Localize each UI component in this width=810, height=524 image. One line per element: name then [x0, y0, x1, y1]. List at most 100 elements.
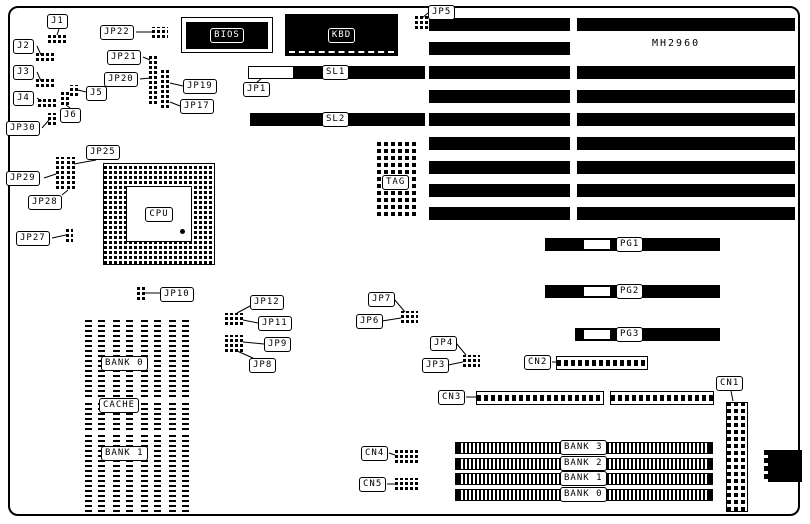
jumper-block-jp25b: [67, 157, 75, 189]
jumper-block-j6: [61, 92, 69, 105]
jumper-block-jp21-jp20: [149, 54, 158, 104]
cache-label: CACHE: [99, 398, 140, 413]
callout-jp20: JP20: [104, 72, 138, 87]
callout-cn3: CN3: [438, 390, 466, 405]
callout-jp5: JP5: [428, 5, 456, 20]
callout-jp10: JP10: [160, 287, 194, 302]
expansion-slot-bar: [577, 113, 795, 126]
callout-cn2: CN2: [524, 355, 552, 370]
jumper-block-jp22: [152, 27, 168, 38]
expansion-slot-bar: [429, 207, 570, 220]
callout-j3: J3: [13, 65, 34, 80]
kbd-dashed-line: [289, 51, 394, 53]
slot-sl2-label: SL2: [322, 112, 350, 127]
callout-jp12: JP12: [250, 295, 284, 310]
cn1-connector: [726, 402, 748, 512]
expansion-slot-bar: [577, 207, 795, 220]
expansion-slot-bar: [429, 113, 570, 126]
expansion-slot-bar: [577, 66, 795, 79]
callout-jp6: JP6: [356, 314, 384, 329]
expansion-slot-bar: [429, 90, 570, 103]
simm-bank1-label: BANK 1: [560, 471, 607, 486]
callout-jp29: JP29: [6, 171, 40, 186]
callout-jp21: JP21: [107, 50, 141, 65]
callout-j2: J2: [13, 39, 34, 54]
simm-bank0-label: BANK 0: [560, 487, 607, 502]
callout-j5: J5: [86, 86, 107, 101]
expansion-slot-bar: [577, 90, 795, 103]
jumper-block-j3: [36, 79, 56, 87]
callout-jp19: JP19: [183, 79, 217, 94]
jumper-block-j4: [38, 99, 56, 107]
callout-jp22: JP22: [100, 25, 134, 40]
kbd-label: KBD: [327, 27, 356, 43]
callout-jp4: JP4: [430, 336, 458, 351]
expansion-slot-bar: [429, 66, 570, 79]
expansion-slot-bar: [577, 184, 795, 197]
callout-j6: J6: [60, 108, 81, 123]
jumper-block-jp12-jp11: [225, 313, 243, 325]
callout-jp7: JP7: [368, 292, 396, 307]
jumper-block-jp9-jp8: [225, 335, 243, 352]
callout-jp11: JP11: [258, 316, 292, 331]
jumper-block-jp10: [137, 287, 145, 300]
expansion-slot-bar: [429, 137, 570, 150]
callout-jp3: JP3: [422, 358, 450, 373]
slot-pg2-label: PG2: [616, 284, 644, 299]
jumper-block-jp19-jp17: [161, 70, 170, 108]
slot-sl1-bar: [294, 66, 425, 79]
slot-pg1-notch: [584, 240, 610, 249]
cpu-label: CPU: [145, 206, 173, 222]
dip-socket-column: [169, 434, 189, 512]
callout-cn5: CN5: [359, 477, 387, 492]
slot-pg2-notch: [584, 287, 610, 296]
cn3-connector-a: [476, 391, 604, 405]
jumper-block-jp5: [415, 16, 428, 29]
callout-jp8: JP8: [249, 358, 277, 373]
cpu-pin1-dot: [180, 229, 185, 234]
jumper-block-jp4-jp3: [463, 355, 480, 367]
power-connector: [764, 450, 802, 482]
simm-bank2-label: BANK 2: [560, 456, 607, 471]
bios-chip: BIOS: [186, 22, 268, 49]
jumper-block-jp30: [48, 113, 56, 125]
callout-jp27: JP27: [16, 231, 50, 246]
dip-socket-column: [141, 401, 161, 430]
expansion-slot-bar: [429, 161, 570, 174]
tag-label: TAG: [382, 175, 410, 190]
sl1-socket: [248, 66, 294, 79]
callout-jp28: JP28: [28, 195, 62, 210]
callout-jp9: JP9: [264, 337, 292, 352]
cn3-connector-b: [610, 391, 714, 405]
jumper-block-jp27: [66, 228, 73, 242]
simm-bank3-label: BANK 3: [560, 440, 607, 455]
jumper-block-jp7-jp6: [401, 311, 418, 323]
slot-pg3-bar: [575, 328, 720, 341]
jumper-block-j1: [48, 35, 68, 43]
dip-socket-column: [85, 434, 105, 512]
cn5-connector: [395, 478, 419, 490]
left-bank0-label: BANK 0: [101, 356, 148, 371]
slot-pg3-notch: [584, 330, 610, 339]
callout-cn1: CN1: [716, 376, 744, 391]
jumper-block-j2: [36, 53, 56, 61]
slot-pg3-label: PG3: [616, 327, 644, 342]
callout-jp17: JP17: [180, 99, 214, 114]
board-model-text: MH2960: [652, 38, 701, 49]
slot-pg1-label: PG1: [616, 237, 644, 252]
callout-j4: J4: [13, 91, 34, 106]
slot-sl1-label: SL1: [322, 65, 350, 80]
dip-socket-column: [141, 320, 161, 397]
expansion-slot-bar: [577, 18, 795, 31]
jumper-block-j5: [70, 85, 78, 96]
callout-jp1: JP1: [243, 82, 271, 97]
jumper-block-jp25a: [56, 157, 64, 189]
left-bank1-label: BANK 1: [101, 446, 148, 461]
dip-socket-column: [169, 401, 189, 430]
callout-j1: J1: [47, 14, 68, 29]
dip-socket-column: [169, 320, 189, 397]
keyboard-controller-chip: KBD: [285, 14, 398, 56]
cn4-connector: [395, 449, 419, 463]
bios-label: BIOS: [210, 28, 244, 43]
callout-cn4: CN4: [361, 446, 389, 461]
